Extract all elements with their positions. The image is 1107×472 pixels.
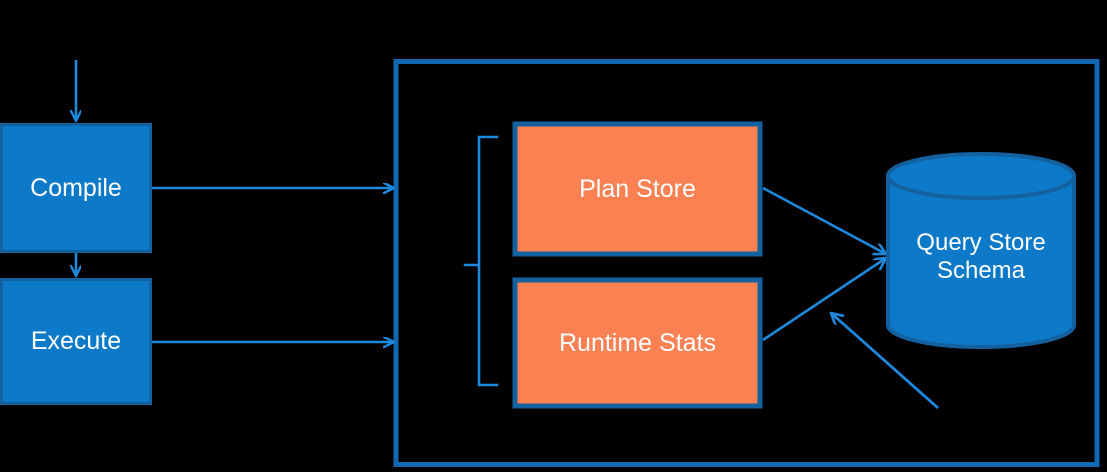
- connector-plan-store-to-schema: [762, 186, 886, 254]
- plan-store-box[interactable]: [512, 121, 763, 257]
- connector-runtime-stats-to-schema: [762, 258, 886, 342]
- runtime-stats-box[interactable]: [512, 277, 763, 409]
- execute-box[interactable]: [0, 278, 152, 405]
- query-store-schema-cylinder[interactable]: [886, 152, 1076, 349]
- store-group-bracket: [463, 135, 499, 387]
- connector-external-to-schema: [831, 313, 939, 410]
- query-store-container: [393, 59, 1100, 467]
- compile-box[interactable]: [0, 123, 152, 253]
